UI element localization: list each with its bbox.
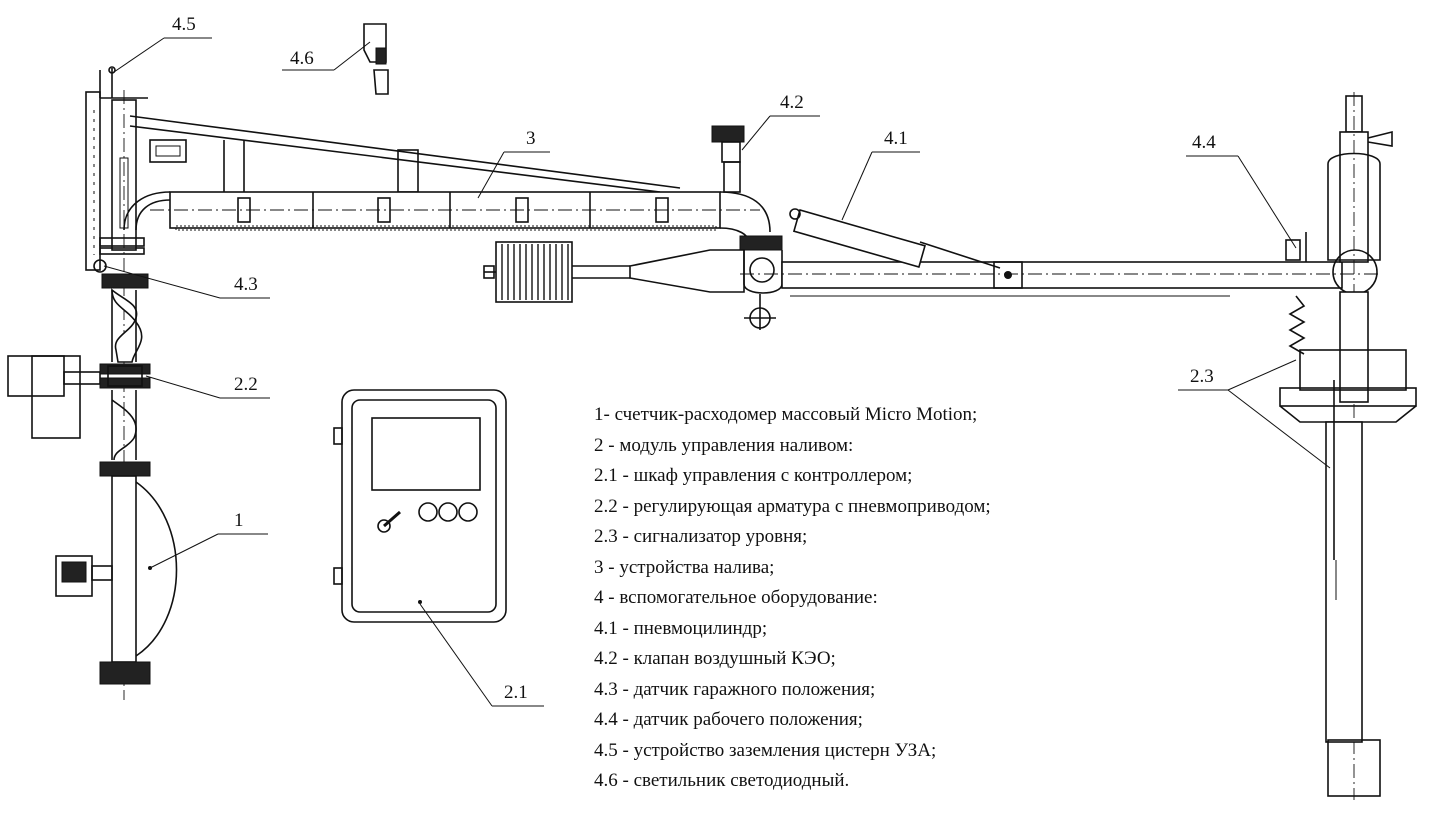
- garage-sensor-4-3: [93, 237, 145, 273]
- callout-2-1: 2.1: [504, 682, 528, 703]
- counterweight: [483, 241, 745, 303]
- callout-4-2: 4.2: [780, 92, 804, 113]
- callout-4-5: 4.5: [172, 14, 196, 35]
- legend-item: 4 - вспомогательное оборудование:: [594, 587, 878, 608]
- leader-lines: [103, 37, 1331, 707]
- callout-2-2: 2.2: [234, 374, 258, 395]
- junction-box: [149, 139, 187, 163]
- grounding-device-4-5: [99, 66, 116, 98]
- legend-item: 2.3 - сигнализатор уровня;: [594, 526, 808, 547]
- legend-item: 1- счетчик-расходомер массовый Micro Mot…: [594, 404, 978, 425]
- legend-item: 4.6 - светильник светодиодный.: [594, 770, 850, 791]
- callout-3: 3: [526, 128, 536, 149]
- working-sensor-4-4: [1285, 232, 1307, 262]
- control-cabinet-2-1: [333, 389, 507, 623]
- callout-4-6: 4.6: [290, 48, 314, 69]
- legend-item: 4.5 - устройство заземления цистерн УЗА;: [594, 739, 937, 761]
- pneumatic-cylinder-4-1: [789, 208, 1001, 269]
- legend-item: 3 - устройства налива;: [594, 556, 775, 578]
- legend-item: 4.2 - клапан воздушный КЭО;: [594, 648, 836, 669]
- flowmeter-micro-motion-1: [55, 461, 178, 685]
- support-strut: [129, 115, 681, 193]
- callout-4-4: 4.4: [1192, 132, 1216, 153]
- legend-item: 4.4 - датчик рабочего положения;: [594, 709, 863, 730]
- legend-item: 2.1 - шкаф управления с контроллером;: [594, 465, 913, 486]
- legend-item: 2.2 - регулирующая арматура с пневмоприв…: [594, 495, 991, 517]
- led-light-4-6: [363, 23, 389, 95]
- level-sensor-2-3: [1288, 295, 1337, 600]
- legend: 1- счетчик-расходомер массовый Micro Mot…: [594, 400, 991, 797]
- callout-1: 1: [234, 510, 244, 531]
- drop-tube-column: [1279, 92, 1417, 800]
- swivel-joint: [739, 235, 783, 330]
- twisted-hose-lower: [111, 390, 137, 461]
- outer-arm: [740, 261, 1380, 297]
- callout-4-3: 4.3: [234, 274, 258, 295]
- pneumatic-valve-2-2: [7, 355, 151, 439]
- air-valve-keo-4-2: [711, 125, 745, 193]
- callout-4-1: 4.1: [884, 128, 908, 149]
- twisted-hose-upper: [101, 273, 149, 363]
- callout-2-3: 2.3: [1190, 366, 1214, 387]
- legend-item: 2 - модуль управления наливом:: [594, 434, 854, 456]
- legend-item: 4.3 - датчик гаражного положения;: [594, 678, 876, 700]
- legend-item: 4.1 - пневмоцилиндр;: [594, 617, 768, 639]
- loading-device-3: [123, 191, 771, 241]
